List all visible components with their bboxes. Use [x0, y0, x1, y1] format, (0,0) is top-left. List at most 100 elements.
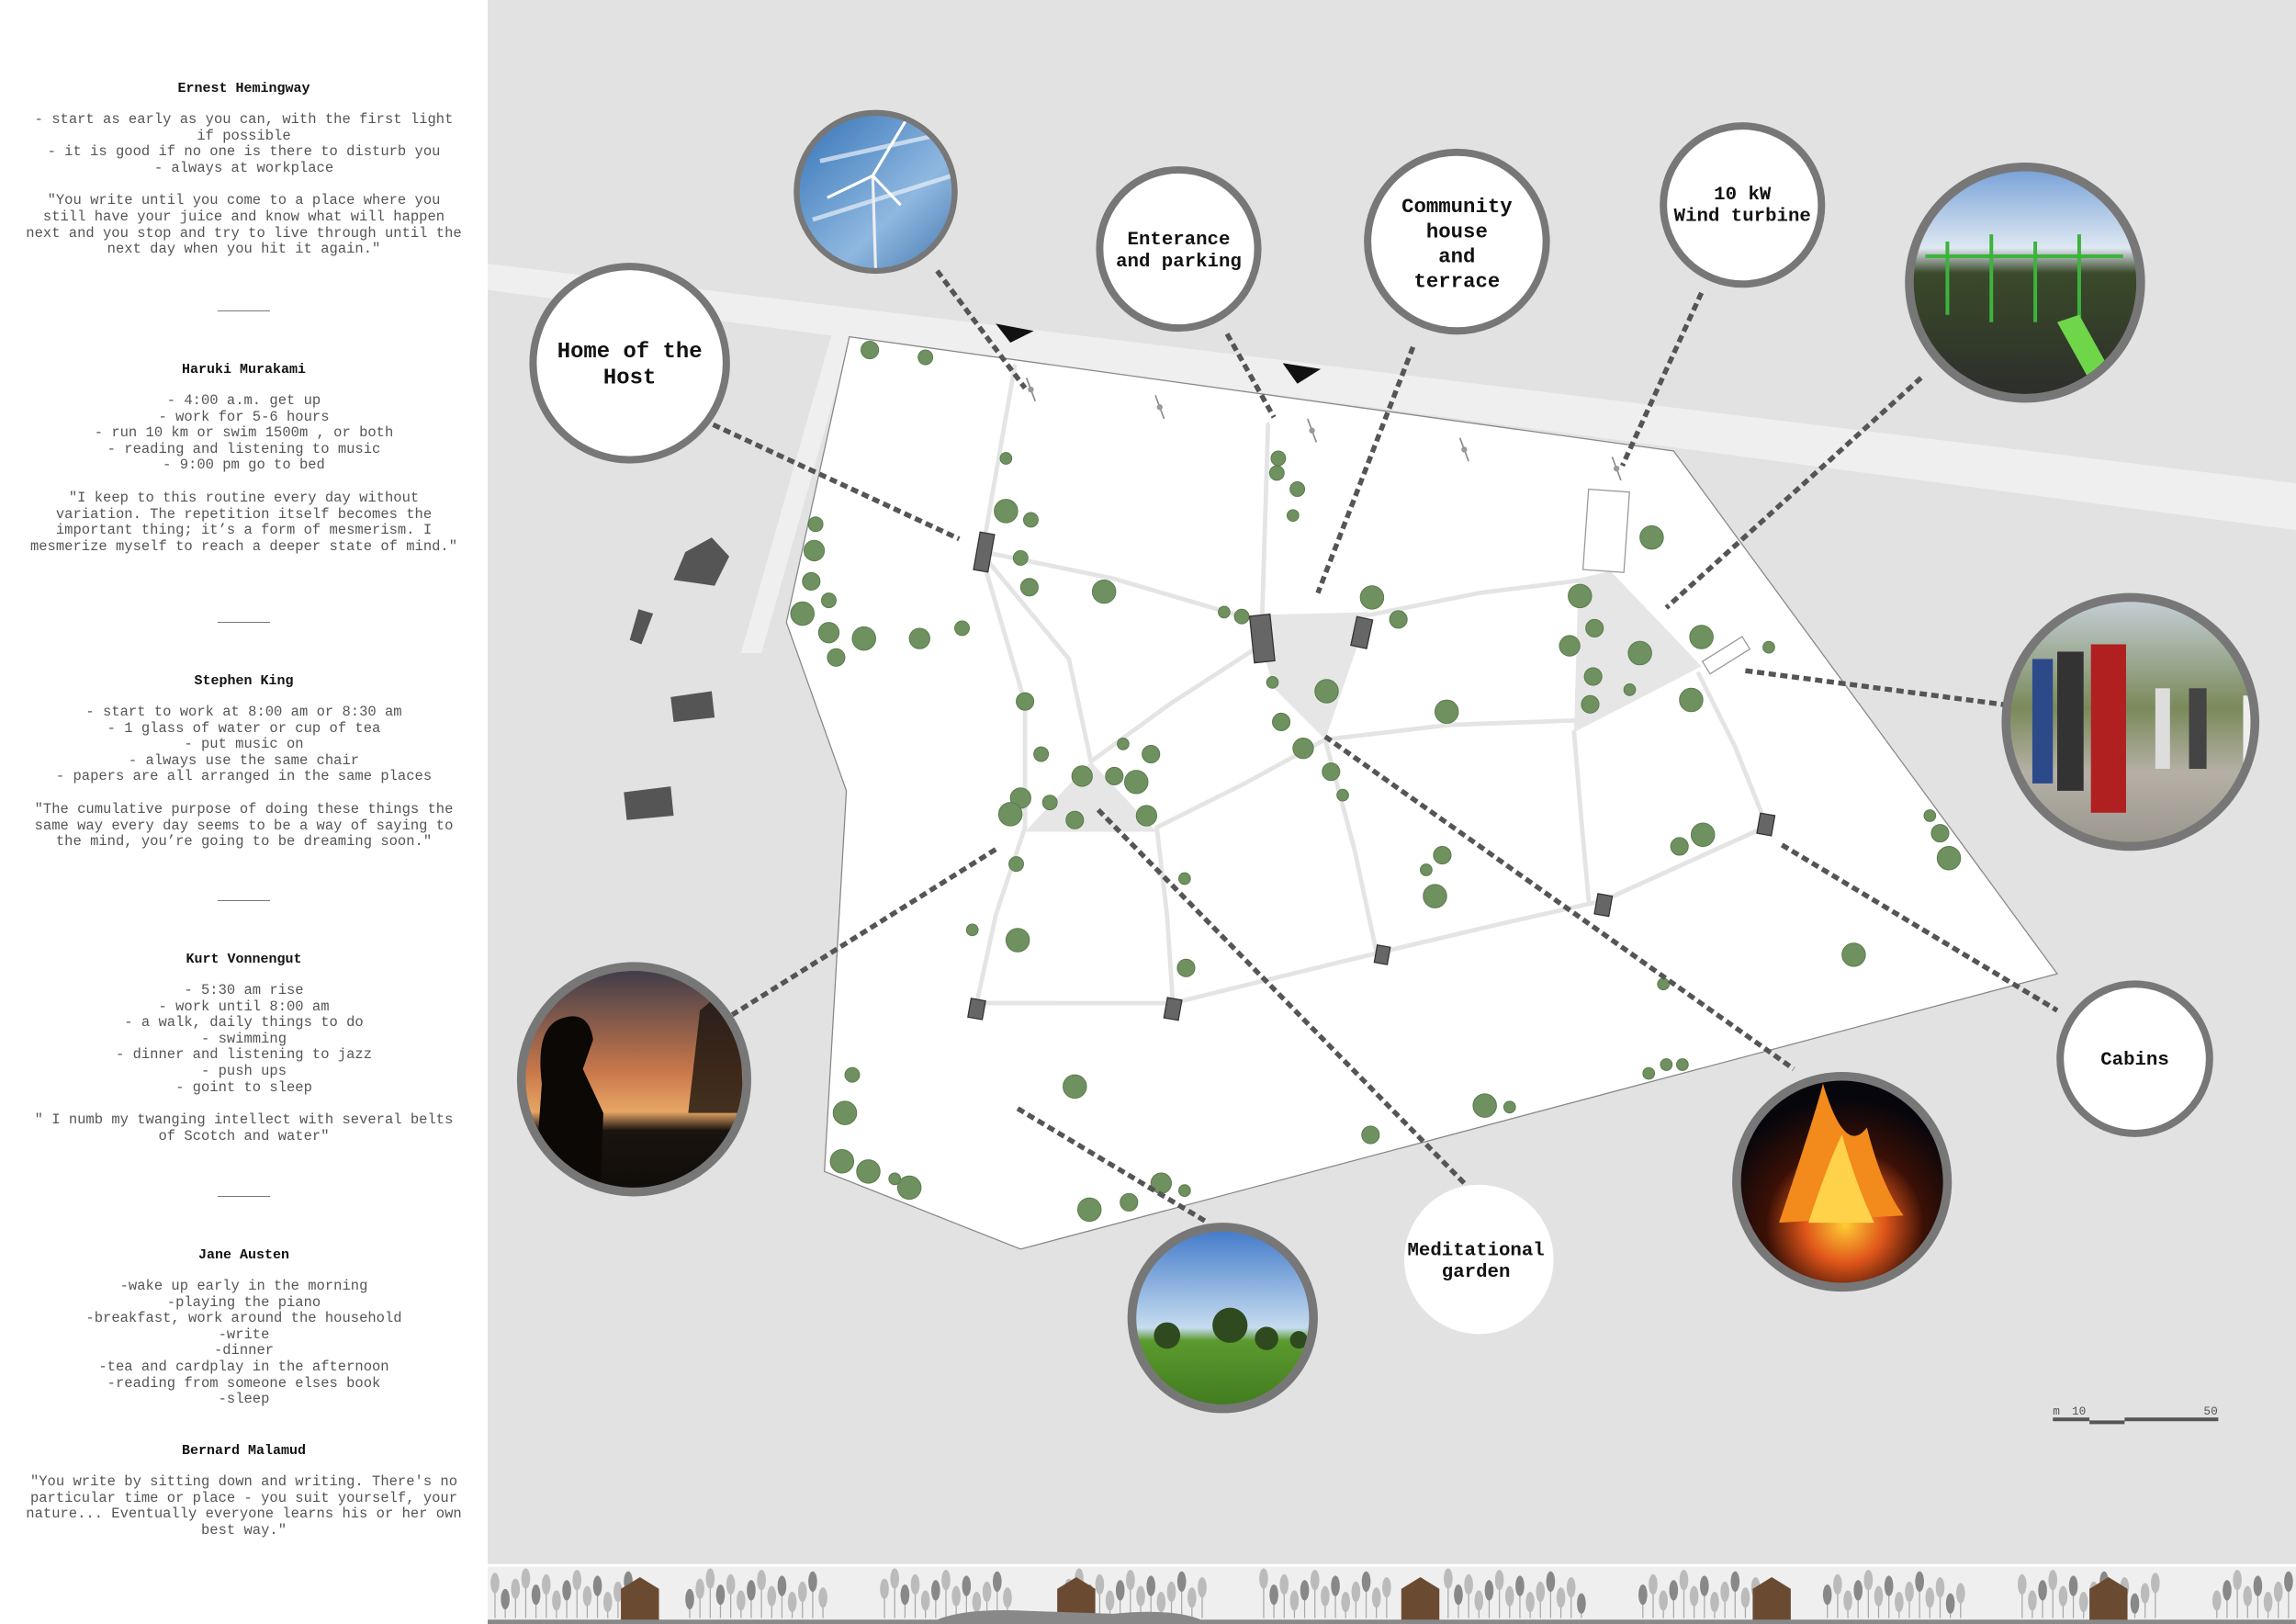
wind-turbine-icon	[1025, 378, 1036, 402]
tree-icon	[896, 1175, 922, 1201]
author-section: Stephen King- start to work at 8:00 am o…	[0, 673, 488, 851]
sunset-silhouette-photo	[516, 962, 751, 1197]
routine-item: - swimming	[200, 1030, 287, 1047]
author-quote: "I keep to this routine every day withou…	[29, 489, 458, 555]
tree-icon	[1266, 676, 1279, 689]
author-quote: "You write until you come to a place whe…	[26, 192, 462, 258]
tree-icon	[1359, 585, 1385, 610]
routine-item: - papers are all arranged in the same pl…	[55, 768, 433, 785]
leader-line-wind-photo	[935, 269, 1028, 390]
routine-item: - work until 8:00 am	[158, 998, 330, 1015]
tree-icon	[1568, 583, 1593, 609]
tree-icon	[1008, 856, 1024, 873]
routine-item: -sleep	[218, 1391, 270, 1408]
wind-turbine-icon	[1458, 437, 1469, 462]
cabin-icon	[1163, 997, 1183, 1021]
cabins-callout: Cabins	[2056, 980, 2213, 1137]
site-boundary	[785, 335, 2059, 1250]
tree-icon	[1559, 635, 1581, 657]
tree-icon	[1270, 450, 1287, 467]
tree-icon	[832, 1100, 858, 1125]
routine-item: - it is good if no one is there to distu…	[47, 143, 441, 161]
routine-item: -wake up early in the morning	[119, 1278, 368, 1294]
tree-icon	[1012, 549, 1029, 566]
community-label-line: house	[1426, 220, 1488, 243]
tree-icon	[1176, 958, 1196, 977]
routine-item: - start as early as you can, with the fi…	[34, 111, 454, 144]
routine-item: - 5:30 am rise	[184, 982, 304, 998]
cabin-icon	[973, 531, 996, 573]
author-quote: "The cumulative purpose of doing these t…	[34, 800, 454, 851]
cabin-icon	[1248, 613, 1276, 664]
site-section-elevation	[488, 1566, 2296, 1624]
tree-icon	[1063, 1074, 1087, 1100]
routine-item: - goint to sleep	[175, 1078, 312, 1096]
tree-icon	[1361, 1125, 1380, 1145]
tree-icon	[827, 648, 846, 667]
tree-icon	[1322, 762, 1341, 782]
tree-icon	[1218, 605, 1231, 619]
tree-icon	[861, 340, 880, 360]
tree-icon	[1268, 465, 1285, 481]
routine-item: - run 10 km or swim 1500m , or both	[94, 424, 394, 442]
routine-item: - 1 glass of water or cup of tea	[107, 719, 381, 737]
routine-item: - put music on	[184, 736, 304, 753]
tree-icon	[1117, 738, 1130, 750]
tree-icon	[1936, 845, 1962, 871]
wind-turbine-icon	[1307, 418, 1318, 443]
leader-line-bocce	[1745, 668, 2014, 709]
tree-icon	[1841, 942, 1866, 967]
tree-icon	[1178, 872, 1191, 885]
author-name: Kurt Vonnengut	[186, 952, 302, 967]
tree-icon	[821, 592, 837, 609]
leader-line-meditation	[1096, 807, 1467, 1186]
tree-icon	[817, 622, 840, 644]
tree-icon	[1434, 699, 1459, 725]
tree-icon	[1178, 1184, 1191, 1197]
leader-line-cabins	[1780, 842, 2059, 1013]
tree-icon	[1065, 810, 1085, 829]
bocce-court	[1701, 636, 1751, 675]
tree-icon	[1689, 625, 1714, 649]
section-divider	[218, 900, 270, 901]
author-name: Stephen King	[194, 673, 294, 689]
author-section: Haruki Murakami- 4:00 a.m. get up- work …	[0, 362, 488, 555]
community-label-line: terrace	[1414, 269, 1501, 293]
routine-item: - 4:00 a.m. get up	[166, 392, 321, 409]
meditation-label-line: Meditational	[1408, 1240, 1545, 1261]
tree-icon	[1124, 770, 1149, 795]
cabins-label: Cabins	[2100, 1050, 2169, 1071]
routine-item: -breakfast, work around the household	[85, 1310, 402, 1327]
tree-icon	[908, 627, 930, 649]
tree-icon	[1076, 1197, 1102, 1223]
tree-icon	[1314, 679, 1339, 704]
leader-line-entrance	[1224, 333, 1277, 419]
leader-line-campfire	[1323, 734, 1795, 1071]
tree-icon	[1623, 683, 1637, 696]
scale-bar: m 10 50	[2053, 1404, 2219, 1425]
author-section: Bernard Malamud"You write by sitting dow…	[0, 1443, 488, 1539]
tree-icon	[994, 499, 1019, 524]
tree-icon	[1005, 928, 1030, 953]
footpath	[1259, 422, 1271, 617]
footpath	[1571, 729, 1592, 903]
tree-icon	[999, 452, 1013, 465]
leader-line-fitness	[1664, 376, 1923, 610]
tree-icon	[844, 1066, 861, 1083]
footpath	[982, 554, 1094, 764]
author-quote: " I numb my twanging intellect with seve…	[34, 1111, 454, 1145]
tree-icon	[1033, 746, 1050, 762]
routine-item: - a walk, daily things to do	[124, 1014, 364, 1032]
tree-icon	[1135, 805, 1158, 827]
tree-icon	[1016, 692, 1035, 711]
tree-meadow-photo	[1127, 1223, 1318, 1414]
cabin-icon	[1593, 893, 1614, 918]
routine-item: -reading from someone elses book	[107, 1374, 381, 1392]
author-name: Haruki Murakami	[181, 362, 307, 378]
tree-icon	[1233, 608, 1250, 625]
wind-turbine-icon	[1611, 457, 1622, 481]
tree-icon	[1289, 481, 1306, 497]
